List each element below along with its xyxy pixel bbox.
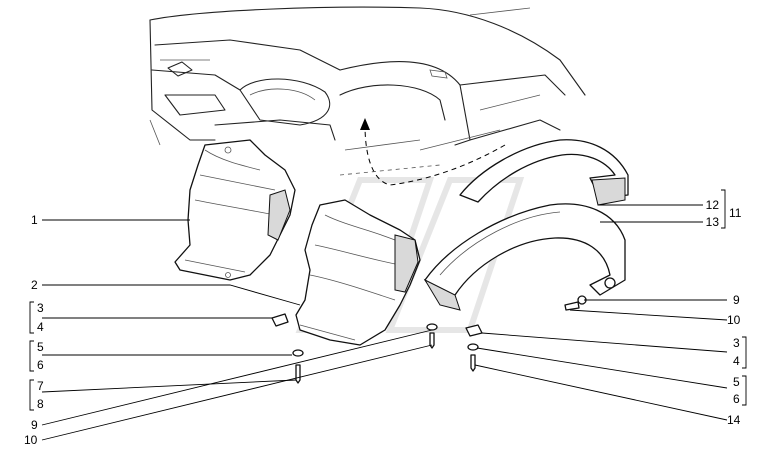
label-4-right: 4 [733,354,740,368]
brackets [29,189,747,411]
leader-lines [41,204,728,441]
label-9-left: 9 [31,418,38,432]
label-5-right: 5 [733,375,740,389]
label-10-left: 10 [24,433,38,447]
label-5-left: 5 [37,340,44,354]
label-6-right: 6 [733,392,740,406]
part-1-inner-liner [174,139,296,281]
label-3-left: 3 [37,301,44,315]
label-8: 8 [37,397,44,411]
label-12: 12 [705,198,719,212]
assembly-arrow [339,118,506,186]
label-10-right: 10 [727,313,741,327]
part-13-wheel-arch-liner [423,203,626,311]
label-14: 14 [727,413,741,427]
label-9-right: 9 [733,293,740,307]
label-6-left: 6 [37,358,44,372]
screw-center [429,332,435,349]
washer-center [426,323,438,331]
washer-left [292,349,304,357]
label-13: 13 [705,215,719,229]
label-4-left: 4 [37,320,44,334]
label-3-right: 3 [733,336,740,350]
label-7: 7 [37,379,44,393]
label-2: 2 [31,278,38,292]
part-12-arch-trim [459,139,629,206]
fastener-clip-left [271,313,289,327]
washer-right [467,343,479,351]
screw-right [470,354,476,372]
label-1: 1 [31,213,38,227]
screw-left [295,364,301,384]
part-2-inner-liner [295,199,421,346]
car-body-outline [149,6,586,151]
label-11: 11 [729,206,742,220]
